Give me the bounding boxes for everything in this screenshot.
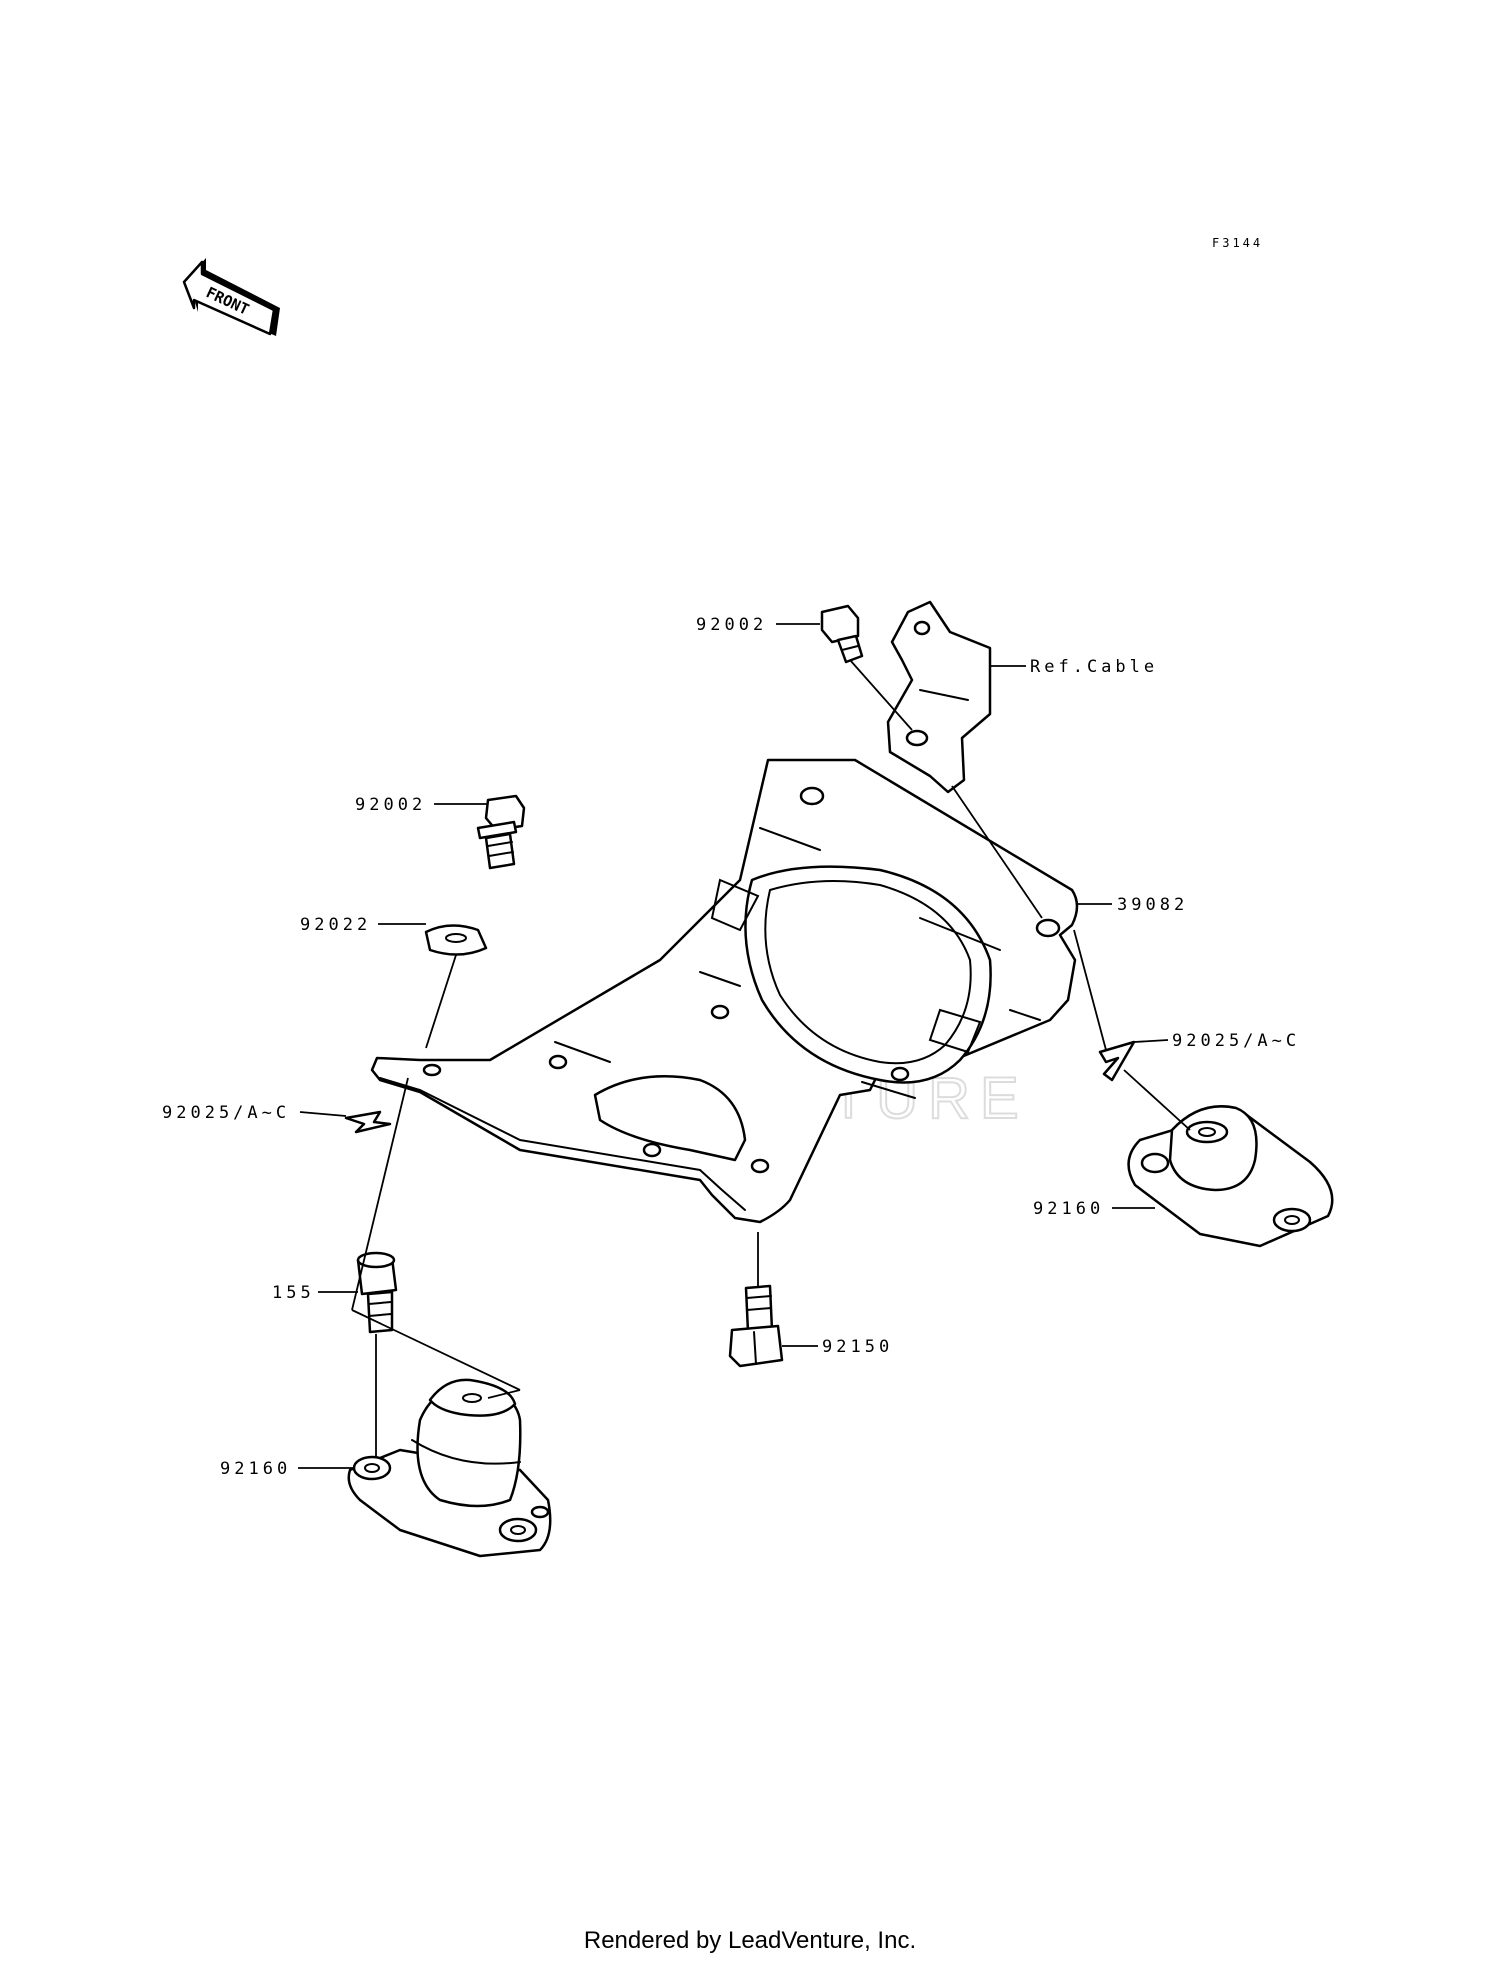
- mount-92160-left: [347, 1378, 552, 1558]
- bolt-92150: [728, 1284, 784, 1368]
- mount-92160-right: [1127, 1105, 1334, 1248]
- callout-bolt-92002-top: 92002: [696, 615, 767, 635]
- figure-code: F3144: [1212, 236, 1263, 250]
- callout-washer-92022: 92022: [300, 915, 371, 935]
- callout-mount-left: 92160: [220, 1459, 291, 1479]
- footer-credit: Rendered by LeadVenture, Inc.: [584, 1927, 916, 1954]
- callout-bolt-92002-left: 92002: [355, 795, 426, 815]
- callout-frame-39082: 39082: [1117, 895, 1188, 915]
- washer-92022: [424, 924, 488, 956]
- callout-bolt-92150: 92150: [822, 1337, 893, 1357]
- front-arrow-icon: FRONT: [182, 258, 280, 336]
- bolt-155: [356, 1251, 398, 1334]
- cable-bracket: [886, 600, 992, 794]
- callout-mount-right: 92160: [1033, 1199, 1104, 1219]
- assembly-lines: [298, 623, 1191, 1469]
- bolt-92002-left: [476, 794, 526, 870]
- callout-bolt-155: 155: [272, 1283, 315, 1303]
- callout-clip-left: 92025/A~C: [162, 1103, 290, 1123]
- callout-clip-right: 92025/A~C: [1172, 1031, 1300, 1051]
- clip-92025-left: [344, 1110, 392, 1134]
- bolt-92002-top: [820, 604, 864, 664]
- callout-ref-cable: Ref.Cable: [1030, 657, 1158, 677]
- frame-bracket: [370, 758, 1079, 1224]
